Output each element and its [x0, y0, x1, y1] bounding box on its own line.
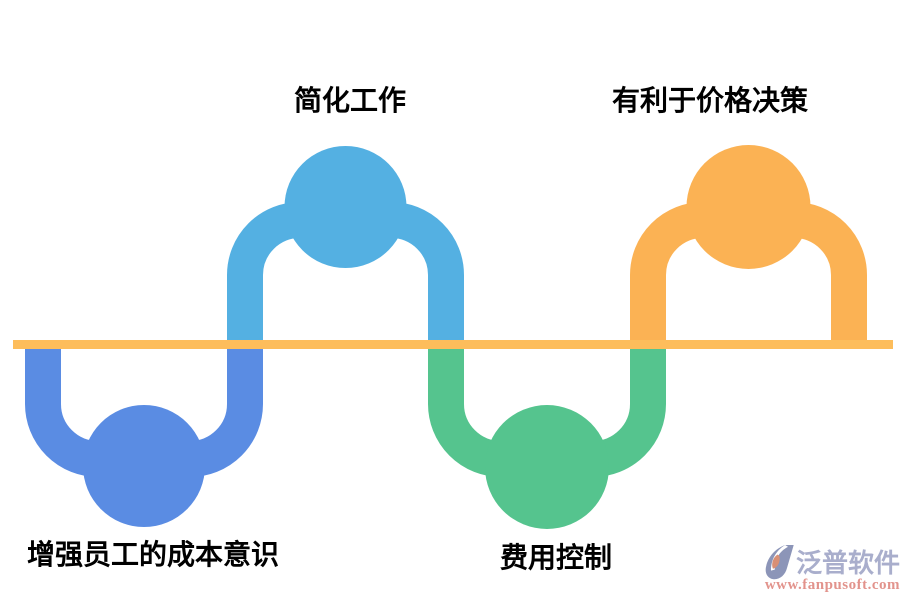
label-simplify-work: 简化工作 — [293, 85, 407, 116]
label-cost-awareness: 增强员工的成本意识 — [26, 539, 280, 570]
baseline — [13, 340, 893, 349]
wave-unit-expense-control — [428, 340, 666, 529]
watermark: 泛普软件 www.fanpusoft.com — [752, 545, 900, 594]
watermark-brand-row: 泛普软件 — [752, 545, 900, 580]
node-circle-price-decision — [686, 145, 811, 269]
watermark-url-text: www.fanpusoft.com — [764, 577, 900, 593]
wave-unit-cost-awareness — [25, 340, 263, 527]
node-circle-simplify-work — [284, 146, 407, 268]
label-price-decision: 有利于价格决策 — [611, 85, 809, 116]
fanpu-logo-icon — [765, 545, 794, 580]
wave-unit-price-decision — [630, 145, 867, 349]
label-expense-control: 费用控制 — [499, 542, 613, 573]
node-circle-cost-awareness — [83, 405, 205, 527]
watermark-brand-text: 泛普软件 — [795, 548, 900, 578]
wave-unit-simplify-work — [227, 146, 464, 349]
node-circle-expense-control — [485, 405, 609, 529]
